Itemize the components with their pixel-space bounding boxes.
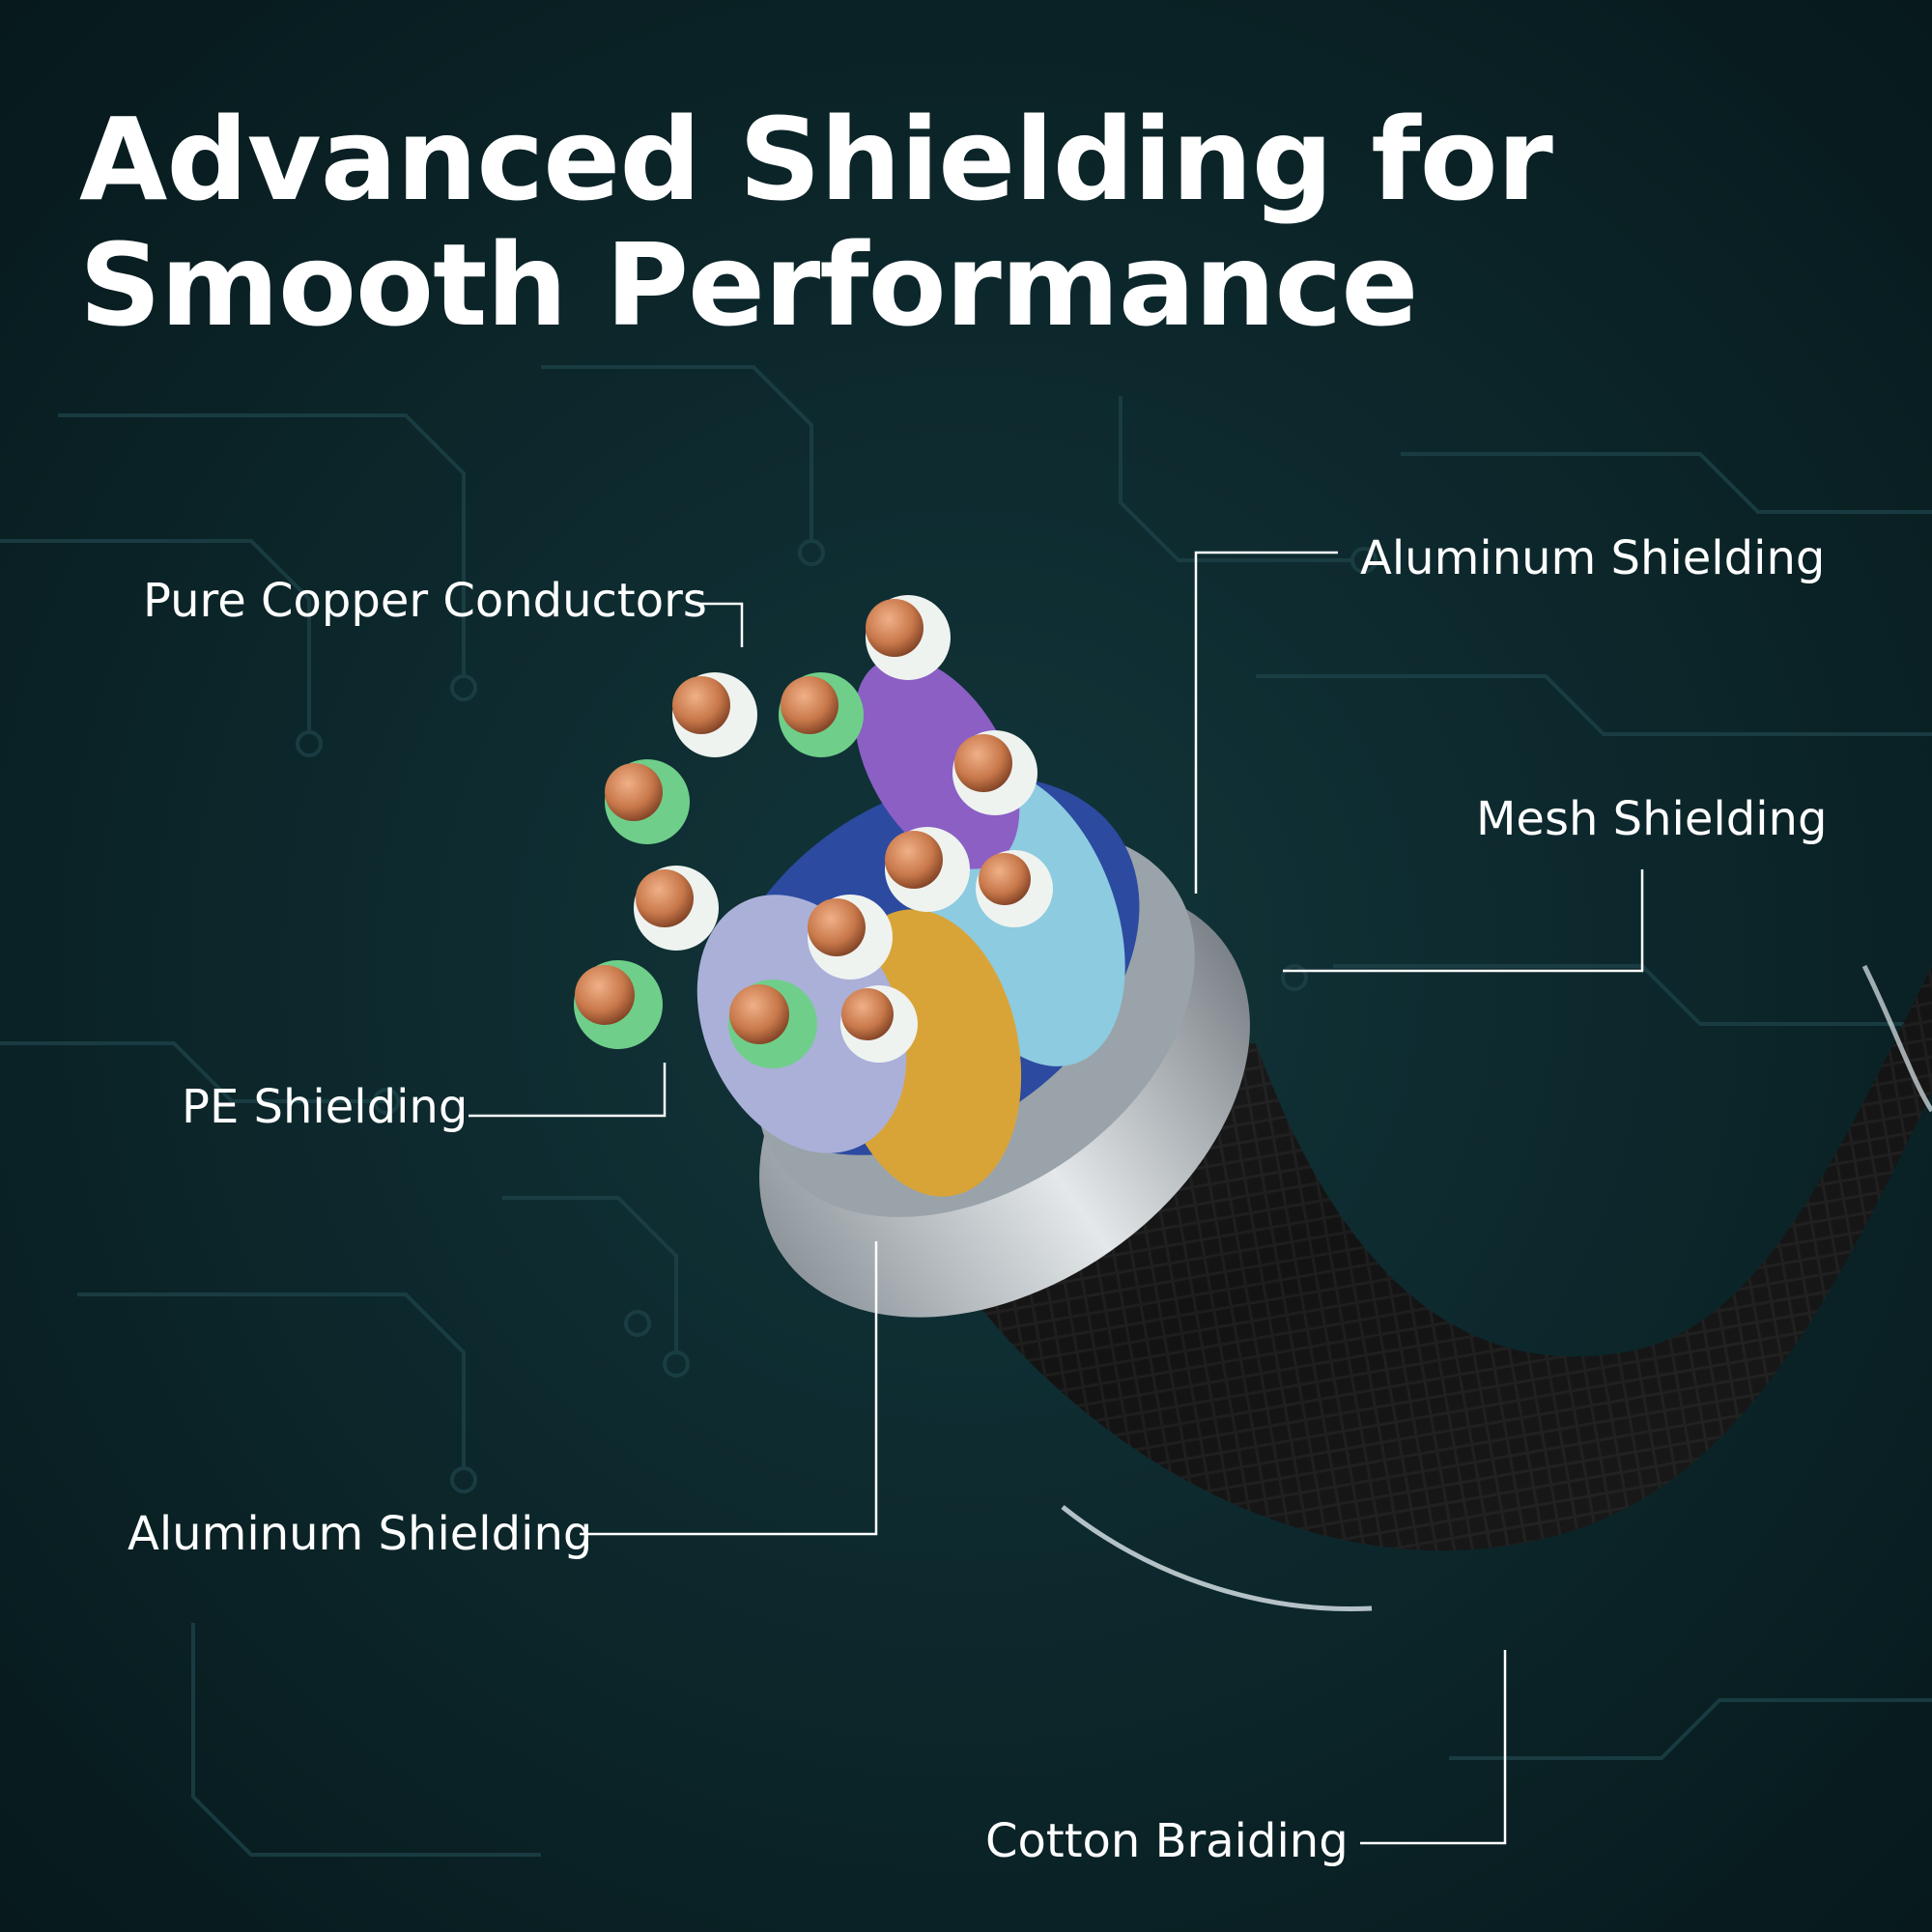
conductor-9	[808, 895, 893, 980]
pe-insulated-conductors	[574, 595, 1053, 1068]
conductor-3	[672, 672, 757, 757]
label-pure-copper-conductors: Pure Copper Conductors	[143, 574, 707, 628]
label-mesh-shielding: Mesh Shielding	[1476, 792, 1828, 846]
conductor-12	[840, 985, 918, 1063]
conductor-10	[574, 960, 663, 1049]
conductor-11	[728, 980, 817, 1068]
conductor-5	[952, 730, 1037, 815]
leader-mesh	[1283, 869, 1644, 973]
conductor-4	[605, 759, 690, 844]
headline-line-2: Smooth Performance	[79, 218, 1418, 352]
circuit-board-traces	[0, 365, 1932, 1857]
leader-aluminum-bottom	[580, 1241, 878, 1536]
conductor-6	[885, 827, 970, 912]
leader-pure-copper	[696, 602, 744, 647]
label-cotton-braiding: Cotton Braiding	[985, 1814, 1349, 1868]
conductor-2	[779, 672, 864, 757]
label-aluminum-shielding-top: Aluminum Shielding	[1360, 531, 1826, 585]
leader-aluminum-top	[1194, 551, 1338, 894]
headline-line-1: Advanced Shielding for	[79, 93, 1553, 226]
leader-lines	[469, 551, 1644, 1845]
conductor-8	[634, 866, 719, 951]
leader-pe	[469, 1063, 667, 1118]
label-pe-shielding: PE Shielding	[182, 1080, 469, 1134]
conductor-1	[866, 595, 951, 680]
headline: Advanced Shielding for Smooth Performanc…	[79, 93, 1553, 352]
label-aluminum-shielding-bottom: Aluminum Shielding	[128, 1507, 593, 1561]
leader-cotton	[1360, 1650, 1507, 1845]
conductor-7	[976, 850, 1053, 927]
